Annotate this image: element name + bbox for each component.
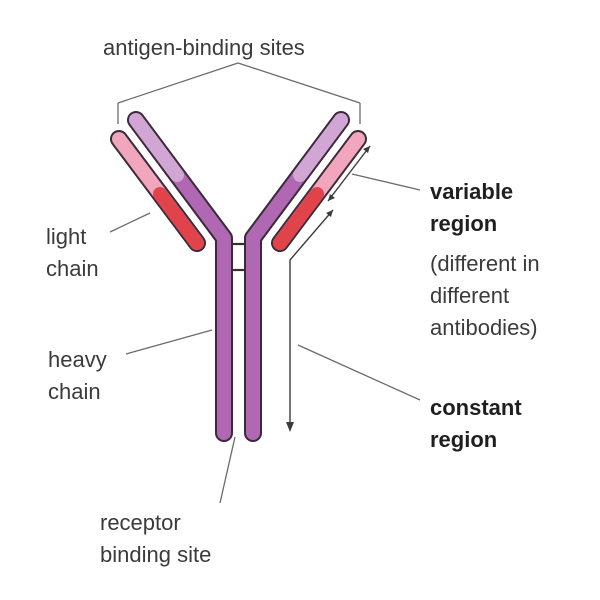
constant-region-label-line2: region xyxy=(430,427,498,452)
heavy-chain-left xyxy=(127,111,233,442)
heavy-chain-leader xyxy=(125,329,213,355)
antigen-binding-bracket xyxy=(117,62,361,124)
variable-region-arrow xyxy=(327,145,371,202)
variable-region-note-line3: antibodies) xyxy=(430,315,538,340)
light-chain-label-line1: light xyxy=(46,224,87,249)
constant-region-leader xyxy=(297,344,421,401)
receptor-binding-site-label-line2: binding site xyxy=(100,542,212,567)
variable-region-label-line2: region xyxy=(430,211,498,236)
heavy-chain-right xyxy=(244,111,350,442)
antigen-binding-sites-label: antigen-binding sites xyxy=(103,35,305,60)
light-chain-left xyxy=(110,130,206,252)
variable-region-note-line2: different xyxy=(430,283,510,308)
heavy-chain-label-line1: heavy xyxy=(48,347,107,372)
receptor-binding-site-label-line1: receptor xyxy=(100,510,181,535)
variable-region-note-line1: (different in xyxy=(430,251,540,276)
variable-region-leader xyxy=(351,173,421,191)
constant-region-arrow xyxy=(286,209,334,432)
receptor-site-leader xyxy=(219,436,236,504)
variable-region-label-line1: variable xyxy=(430,179,514,204)
heavy-chain-label-line2: chain xyxy=(48,379,101,404)
light-chain-right xyxy=(271,130,367,252)
constant-region-label-line1: constant xyxy=(430,395,522,420)
light-chain-leader xyxy=(109,212,151,233)
leader-lines xyxy=(109,173,421,504)
disulfide-bonds xyxy=(231,242,246,272)
light-chain-label-line2: chain xyxy=(46,256,99,281)
